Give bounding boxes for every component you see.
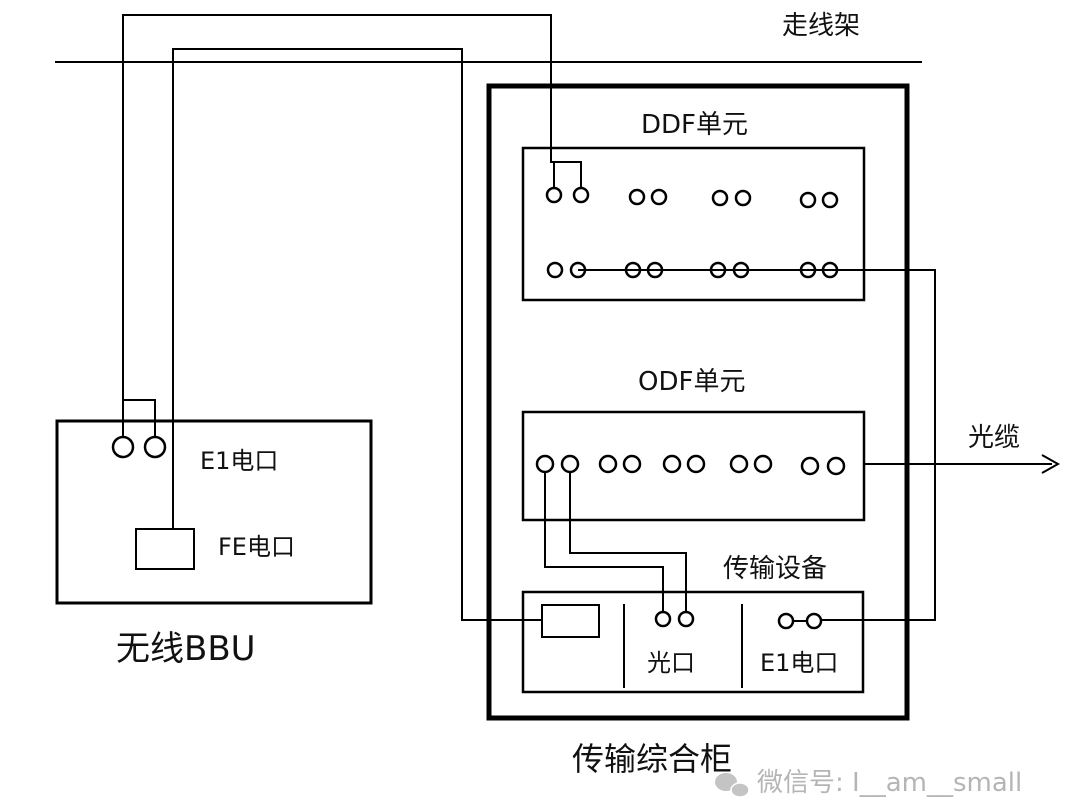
tx-optical-port [654, 610, 672, 628]
bbu-e1-port [111, 435, 135, 459]
wiring [122, 14, 936, 622]
fiber-cable-label: 光缆 [968, 423, 1020, 453]
tx-e1-port-label: E1电口 [760, 649, 838, 677]
bbu-fe-to-tx-wire [172, 48, 542, 621]
watermark-text: 微信号: I__am__small [757, 768, 1022, 798]
optical-port-label: 光口 [647, 649, 695, 677]
odf-to-optical-wire [569, 472, 687, 612]
odf-port [753, 454, 773, 474]
transmission-device [521, 590, 865, 694]
odf-unit-label: ODF单元 [638, 367, 745, 397]
bbu-e1-port-label: E1电口 [200, 447, 278, 475]
ddf-ports-row-top [545, 186, 839, 209]
fiber-cable-arrowhead [1041, 454, 1061, 474]
odf-unit [521, 410, 866, 522]
bbu-fe-port [135, 528, 195, 570]
ddf-port [572, 186, 590, 204]
odf-port [622, 454, 642, 474]
odf-port [729, 454, 749, 474]
transmission-device-label: 传输设备 [723, 554, 827, 584]
odf-port [535, 454, 555, 474]
wechat-icon [715, 773, 750, 798]
ddf-port [650, 188, 668, 206]
tx-optical-port [677, 610, 695, 628]
odf-port [800, 456, 820, 476]
odf-port [826, 456, 846, 476]
odf-port [686, 454, 706, 474]
ddf-port [821, 191, 839, 209]
odf-to-optical-wire [544, 472, 664, 612]
ddf-port [545, 186, 563, 204]
tx-e1-port [777, 612, 795, 630]
bbu-e1-bridge-wire [122, 399, 156, 437]
odf-port [598, 454, 618, 474]
cabinet-label: 传输综合柜 [572, 740, 732, 778]
ddf-port [734, 189, 752, 207]
ddf-to-tx-e1-wire [578, 269, 936, 621]
ddf-port [799, 191, 817, 209]
cable-tray-label: 走线架 [782, 11, 860, 41]
transmission-cabinet [486, 83, 910, 721]
odf-ports [535, 454, 846, 476]
bbu-fe-port-label: FE电口 [218, 533, 295, 561]
ddf-unit-label: DDF单元 [641, 110, 748, 140]
wireless-bbu [55, 419, 373, 605]
ddf-unit [521, 146, 866, 302]
ddf-port [711, 189, 729, 207]
bbu-label: 无线BBU [116, 629, 256, 669]
bbu-e1-to-ddf-wire [122, 14, 582, 400]
tx-e1-port [805, 612, 823, 630]
odf-port [560, 454, 580, 474]
bbu-e1-port [143, 435, 167, 459]
tx-fe-port [541, 604, 600, 638]
ddf-port [546, 261, 564, 279]
odf-port [662, 454, 682, 474]
ddf-port [628, 188, 646, 206]
